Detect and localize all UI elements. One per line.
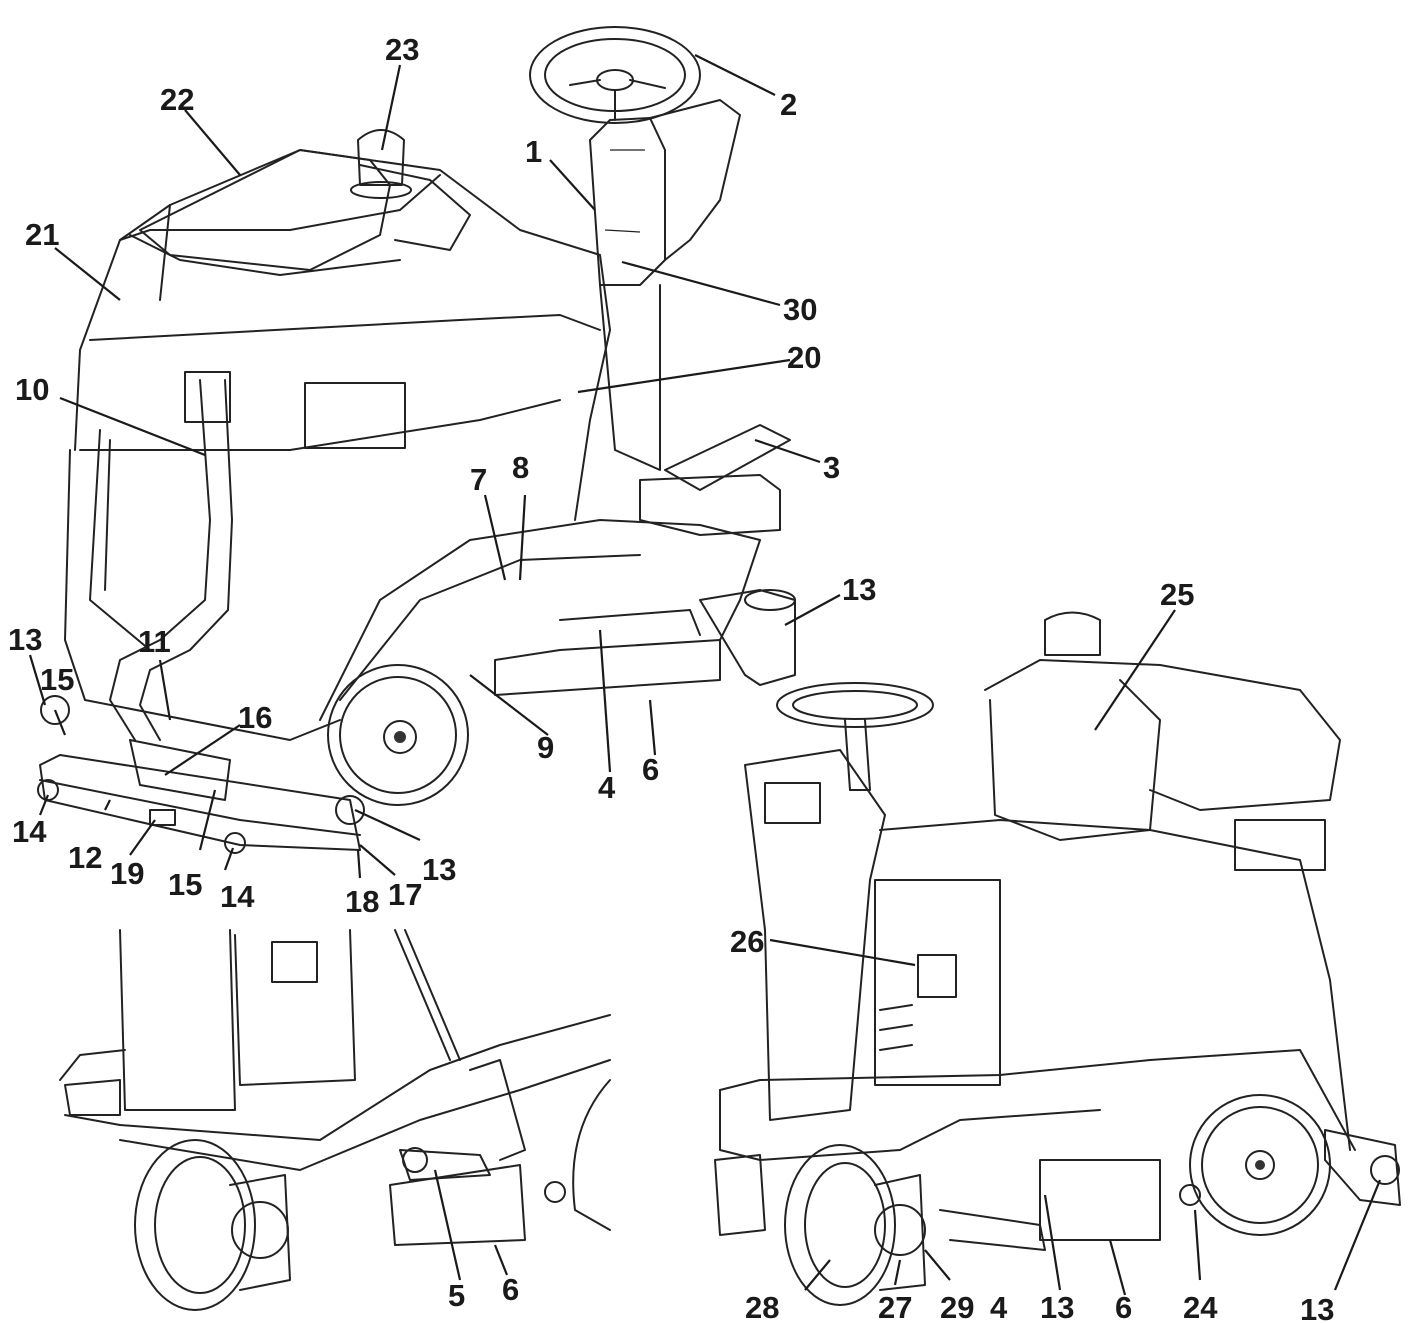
view-main-machine	[37, 26, 796, 854]
callout-13e: 13	[1300, 1292, 1334, 1323]
callout-5: 5	[448, 1278, 465, 1313]
callout-labels: 1 2 3 4 4 5 6 6 6 7 8 9 10 11 12 13 13 1…	[8, 32, 1334, 1323]
callout-1: 1	[525, 134, 542, 169]
callout-28: 28	[745, 1290, 779, 1323]
callout-15b: 15	[168, 867, 202, 902]
callout-13a: 13	[8, 622, 42, 657]
callout-17: 17	[388, 877, 422, 912]
callout-14b: 14	[220, 879, 255, 914]
callout-10: 10	[15, 372, 49, 407]
callout-13d: 13	[1040, 1290, 1074, 1323]
callout-16: 16	[238, 700, 272, 735]
callout-7: 7	[470, 462, 487, 497]
callout-6b: 6	[502, 1272, 519, 1307]
callout-8: 8	[512, 450, 529, 485]
callout-26: 26	[730, 924, 764, 959]
callout-23: 23	[385, 32, 419, 67]
callout-6c: 6	[1115, 1290, 1132, 1323]
callout-13c: 13	[422, 852, 456, 887]
callout-9: 9	[537, 730, 554, 765]
callout-12: 12	[68, 840, 102, 875]
view-closeup	[59, 929, 611, 1311]
callout-3: 3	[823, 450, 840, 485]
callout-22: 22	[160, 82, 194, 117]
callout-4b: 4	[990, 1290, 1008, 1323]
callout-2: 2	[780, 87, 797, 122]
callout-21: 21	[25, 217, 59, 252]
leader-lines	[28, 54, 1382, 1296]
callout-19: 19	[110, 856, 144, 891]
callout-11: 11	[138, 624, 171, 659]
callout-15a: 15	[40, 662, 74, 697]
callout-4a: 4	[598, 770, 616, 805]
callout-6a: 6	[642, 752, 659, 787]
callout-27: 27	[878, 1290, 912, 1323]
callout-14a: 14	[12, 814, 47, 849]
callout-13b: 13	[842, 572, 876, 607]
callout-20: 20	[787, 340, 821, 375]
callout-24: 24	[1183, 1290, 1218, 1323]
callout-25: 25	[1160, 577, 1194, 612]
callout-29: 29	[940, 1290, 974, 1323]
callout-30: 30	[783, 292, 817, 327]
callout-18: 18	[345, 884, 379, 919]
view-right-side	[714, 611, 1401, 1306]
